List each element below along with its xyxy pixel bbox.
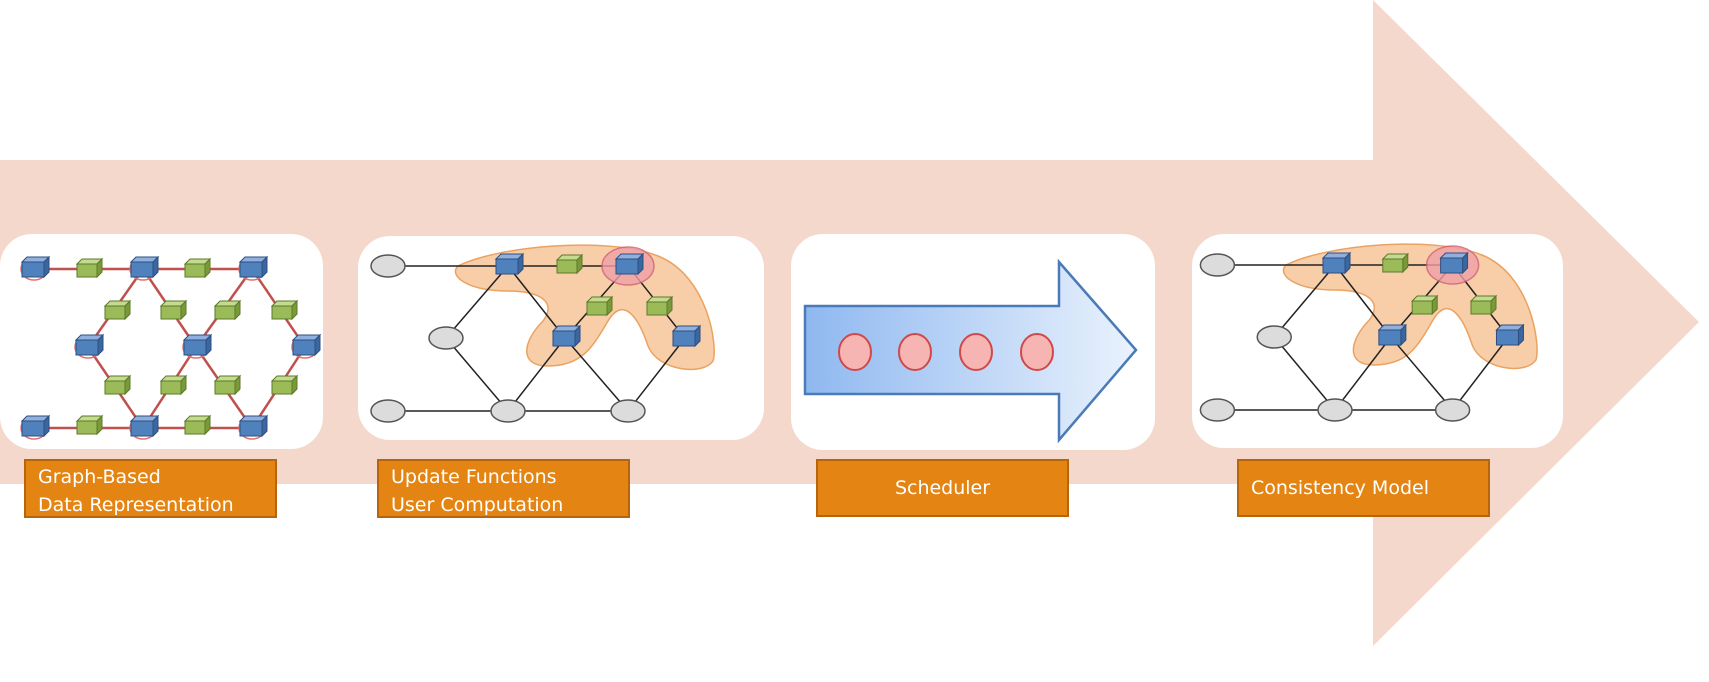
graph-node — [1317, 398, 1353, 422]
graph-edge — [1334, 336, 1392, 411]
vertex-node — [182, 333, 213, 357]
edge-node — [103, 374, 132, 396]
graph-node — [1199, 398, 1236, 422]
edge-node — [213, 299, 242, 321]
vertex-node — [1439, 251, 1469, 275]
graph-edge — [507, 337, 566, 412]
graph-edge — [445, 265, 509, 339]
scope-graph-icon — [370, 244, 715, 423]
label-line: Graph-Based — [38, 466, 161, 488]
label-line: Update Functions — [391, 466, 557, 488]
graph-node — [370, 399, 406, 423]
label-line: Data Representation — [38, 494, 234, 516]
edge-node — [159, 374, 188, 396]
vertex-node — [671, 324, 702, 348]
edge-node — [75, 257, 104, 279]
edge-node — [585, 295, 614, 317]
graph-edge — [1390, 336, 1454, 411]
label-line: Scheduler — [894, 477, 991, 499]
edge-node — [103, 299, 132, 321]
edge-node — [159, 299, 188, 321]
graph-edge — [1273, 336, 1336, 411]
vertex-node — [614, 252, 645, 276]
graph-edge — [627, 337, 686, 412]
hexagonal-data-graph-icon — [20, 255, 322, 440]
vertex-node — [1377, 323, 1408, 347]
vertex-node — [20, 255, 51, 279]
edge-node — [555, 253, 584, 275]
graph-edge — [445, 337, 509, 412]
queued-task — [838, 333, 872, 371]
graph-node — [1434, 398, 1471, 422]
edge-node — [270, 374, 299, 396]
graph-edge — [1273, 264, 1336, 338]
graph-node — [1256, 325, 1292, 349]
edge-node — [270, 299, 299, 321]
label-data-graph: Graph-Based Data Representation — [24, 459, 277, 518]
edge-node — [1469, 294, 1498, 316]
consistency-graph-icon — [1199, 243, 1538, 422]
queued-task — [959, 333, 993, 371]
label-update-functions: Update Functions User Computation — [377, 459, 630, 518]
graph-node — [370, 254, 406, 278]
vertex-node — [1321, 251, 1352, 275]
scheduler-icon — [803, 258, 1138, 444]
vertex-node — [20, 414, 51, 438]
edge-node — [183, 414, 212, 436]
vertex-node — [1495, 323, 1525, 347]
edge-node — [645, 295, 674, 317]
vertex-node — [291, 333, 322, 357]
label-scheduler: Scheduler — [816, 459, 1069, 517]
queued-task — [898, 333, 932, 371]
graph-node — [428, 326, 464, 350]
graph-node — [610, 399, 646, 423]
vertex-node — [129, 255, 160, 279]
edge-node — [213, 374, 242, 396]
graph-edge — [1452, 336, 1510, 411]
edge-node — [75, 414, 104, 436]
vertex-node — [551, 324, 582, 348]
queued-task — [1020, 333, 1054, 371]
vertex-node — [74, 333, 105, 357]
graph-node — [490, 399, 526, 423]
vertex-node — [129, 414, 160, 438]
vertex-node — [238, 255, 269, 279]
graph-edge — [507, 265, 566, 339]
edge-node — [1381, 252, 1410, 274]
label-consistency-model: Consistency Model — [1237, 459, 1490, 517]
vertex-node — [494, 252, 525, 276]
edge-node — [183, 257, 212, 279]
vertex-node — [238, 414, 269, 438]
label-line: Consistency Model — [1251, 477, 1429, 499]
label-line: User Computation — [391, 494, 564, 516]
panel-data-graph — [0, 234, 323, 449]
graph-node — [1199, 253, 1236, 277]
edge-node — [1410, 294, 1439, 316]
graph-edge — [1334, 264, 1392, 338]
graph-edge — [564, 337, 629, 412]
